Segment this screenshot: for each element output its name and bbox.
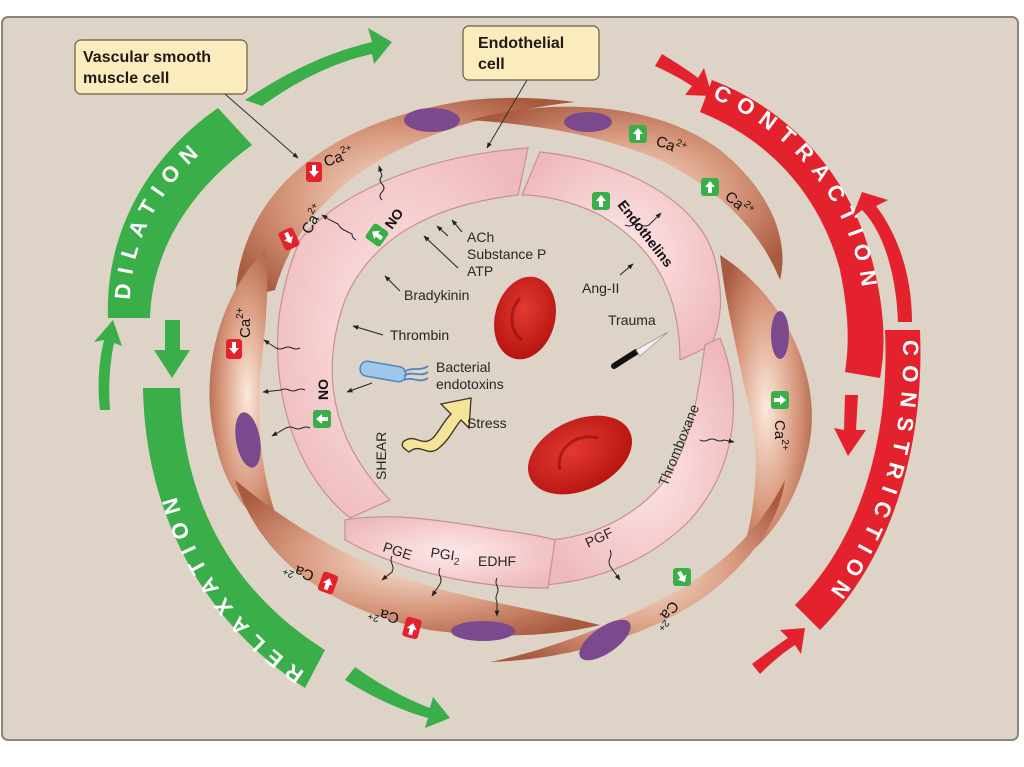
smooth-muscle-cell-right [720, 255, 812, 560]
up-arrow-icon [677, 570, 687, 583]
smooth-muscle-cell-bottom-right [490, 480, 785, 662]
red-blood-cell [528, 415, 632, 495]
diffusion-arrows [262, 165, 735, 617]
relaxation-band [143, 388, 325, 688]
ca-label: Ca2+ [235, 307, 254, 338]
constriction-band [795, 330, 921, 630]
label-shear: SHEAR [373, 432, 389, 480]
ca-label: Ca2+ [321, 142, 356, 170]
label-bacterial-line2: endotoxins [436, 376, 504, 392]
up-arrow-icon [316, 414, 328, 424]
relaxation-arrow-bottom [345, 667, 450, 728]
ca-increase-right: Ca2+ [771, 391, 790, 451]
label-substance-p: Substance P [467, 246, 546, 262]
label-bacterial-line1: Bacterial [436, 359, 490, 375]
red-blood-cell [494, 276, 556, 360]
callout-smooth-muscle: Vascular smooth muscle cell [74, 39, 299, 159]
knife-icon [611, 331, 669, 369]
label-stress: Stress [467, 415, 507, 431]
up-arrow-icon [596, 195, 606, 207]
bacterium-icon [359, 360, 429, 383]
label-bradykinin: Bradykinin [404, 287, 469, 303]
down-arrow-icon [406, 623, 417, 636]
endothelial-cell-left [277, 147, 529, 519]
label-ang-ii: Ang-II [582, 280, 619, 296]
down-arrow-icon [322, 578, 333, 591]
up-arrow-icon [633, 128, 643, 140]
contraction-arrow-down [834, 395, 866, 456]
dilation-band [107, 108, 252, 318]
contraction-arrow-top [655, 54, 712, 96]
shear-stress-arrow-icon [401, 397, 472, 453]
label-edhf: EDHF [478, 553, 516, 569]
smooth-muscle-cell-top-left [235, 97, 575, 300]
label-atp: ATP [467, 263, 493, 279]
ca-label: Ca2+ [654, 131, 689, 159]
ca-decrease-bottom-left: Ca2+ [281, 558, 339, 595]
callout-smooth-muscle-line2: muscle cell [83, 70, 169, 87]
label-no-left: NO [315, 379, 331, 400]
label-trauma: Trauma [608, 312, 656, 328]
no-increase-indicator-left: NO [313, 379, 331, 428]
label-pgi2: PGI2 [429, 544, 462, 568]
nucleus [564, 112, 612, 132]
nucleus [404, 108, 460, 132]
smooth-muscle-layer [209, 97, 812, 662]
up-arrow-icon [705, 181, 715, 193]
endothelial-cell-bottom [344, 516, 556, 589]
label-ach: ACh [467, 229, 494, 245]
nucleus [771, 311, 789, 359]
callout-endothelial-line2: cell [478, 56, 505, 73]
endothelial-layer [277, 147, 734, 589]
dilation-arrow-top [245, 28, 392, 106]
up-arrow-icon [372, 230, 384, 241]
ca-label: Ca2+ [366, 602, 401, 628]
ca-decrease-bottom: Ca2+ [366, 602, 422, 640]
dilation-arrow-up [94, 320, 122, 410]
smooth-muscle-cell-top-right [470, 106, 783, 280]
ca-label: Ca2+ [281, 558, 316, 586]
nucleus [579, 619, 631, 661]
ca-label: Ca2+ [771, 420, 790, 451]
callout-endothelial-line1: Endothelial [478, 35, 564, 52]
constriction-arrow-bottom [752, 628, 805, 674]
callout-endothelial: Endothelial cell [462, 25, 600, 149]
nucleus [235, 412, 261, 468]
stimuli: ACh Substance P ATP Bradykinin Thrombin … [346, 219, 656, 480]
diagram-frame [1, 16, 1019, 741]
up-arrow-icon [774, 395, 786, 405]
relaxation-arrow-down [154, 320, 190, 378]
label-thrombin: Thrombin [390, 327, 449, 343]
ca-increase-top: Ca2+ [629, 125, 689, 159]
red-blood-cells [494, 276, 632, 495]
ca-decrease-top: Ca2+ [306, 142, 356, 182]
ca-decrease-left: Ca2+ [226, 307, 254, 359]
nucleus [451, 621, 515, 641]
smooth-muscle-cell-bottom-left [235, 480, 600, 636]
down-arrow-icon [309, 165, 319, 177]
down-arrow-icon [284, 231, 294, 244]
down-arrow-icon [229, 342, 239, 354]
contraction-band [700, 80, 884, 378]
constriction-arrow-up [852, 192, 912, 322]
smooth-muscle-cell-left [209, 250, 285, 540]
callout-smooth-muscle-line1: Vascular smooth [83, 49, 211, 66]
